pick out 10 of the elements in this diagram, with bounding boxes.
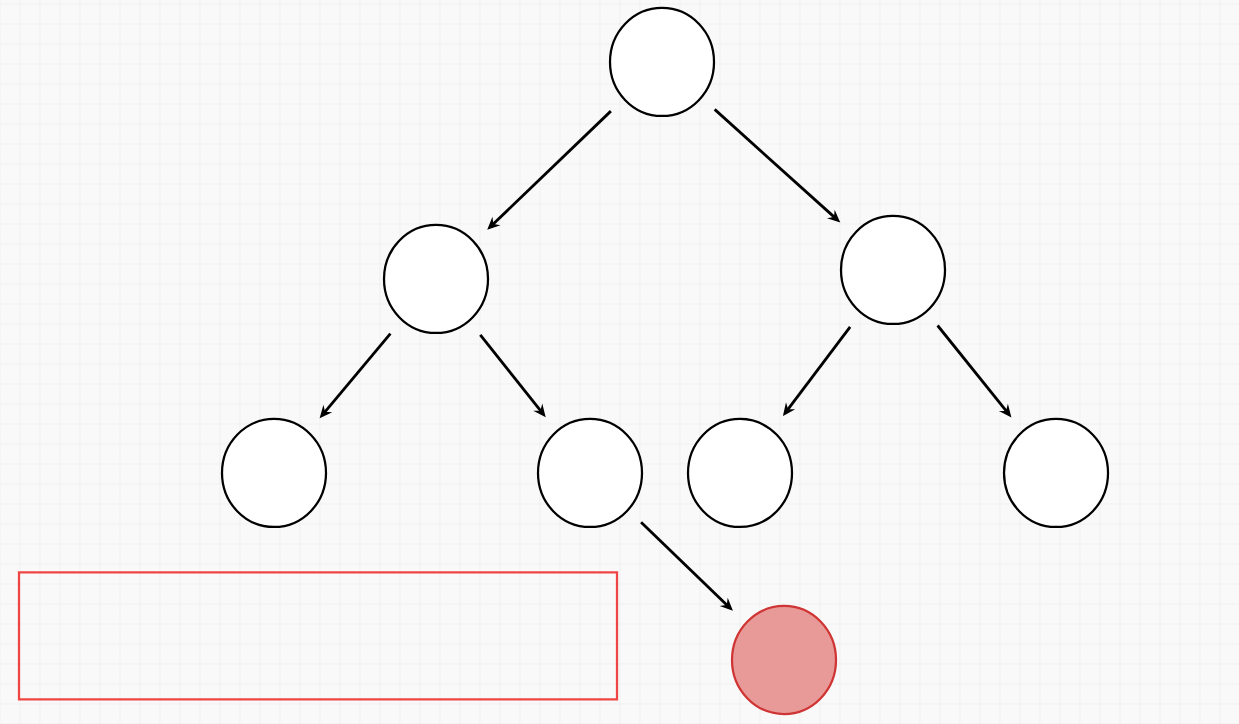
highlight-rectangle — [17, 571, 619, 701]
tree-node-circle — [536, 417, 644, 529]
tree-node-circle — [382, 223, 490, 335]
tree-node-circle — [1002, 417, 1110, 529]
highlighted-node-circle — [730, 604, 838, 716]
tree-node-circle — [608, 6, 716, 118]
tree-node-circle — [686, 417, 794, 529]
arrow — [640, 521, 733, 611]
tree-node-circle — [839, 214, 947, 326]
tree-node-circle — [220, 417, 328, 529]
